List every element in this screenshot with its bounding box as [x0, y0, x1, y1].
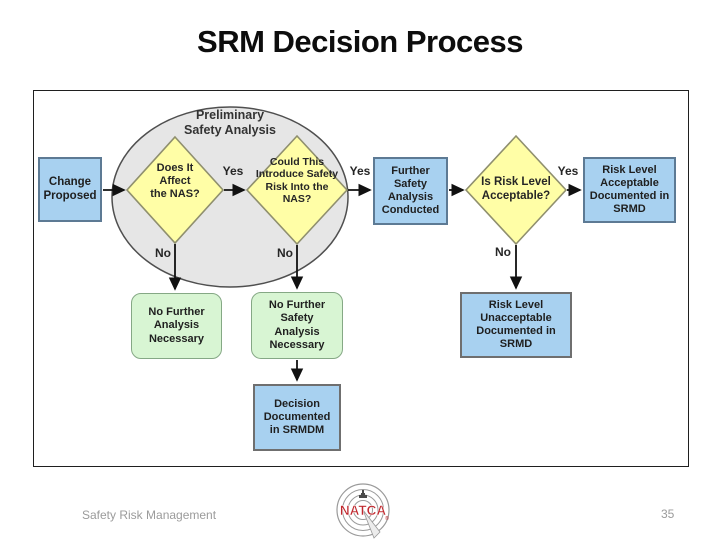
- node-no-further-analysis: No Further Analysis Necessary: [131, 293, 222, 359]
- node-decision-documented: Decision Documented in SRMDM: [253, 384, 341, 451]
- node-further-safety-analysis: Further Safety Analysis Conducted: [373, 157, 448, 225]
- logo-registered-mark: ®: [385, 515, 389, 522]
- diamond-is-risk-acceptable: [464, 134, 568, 246]
- natca-logo-icon: NATCA ®: [336, 483, 390, 539]
- logo-wordmark: NATCA: [340, 503, 386, 518]
- footer-text: Safety Risk Management: [82, 508, 217, 522]
- page-title: SRM Decision Process: [197, 24, 523, 59]
- node-change-proposed: Change Proposed: [38, 157, 102, 222]
- diamond-does-it-affect-nas: [125, 135, 225, 245]
- page-number: 35: [661, 507, 675, 521]
- logo-beam: [362, 509, 381, 539]
- logo-tower: [359, 490, 367, 498]
- node-risk-level-unacceptable: Risk Level Unacceptable Documented in SR…: [460, 292, 572, 358]
- node-no-further-safety-analysis: No Further Safety Analysis Necessary: [251, 292, 343, 359]
- diagram-frame: [33, 90, 689, 467]
- node-risk-level-acceptable: Risk Level Acceptable Documented in SRMD: [583, 157, 676, 223]
- diamond-could-introduce-risk: [245, 134, 349, 246]
